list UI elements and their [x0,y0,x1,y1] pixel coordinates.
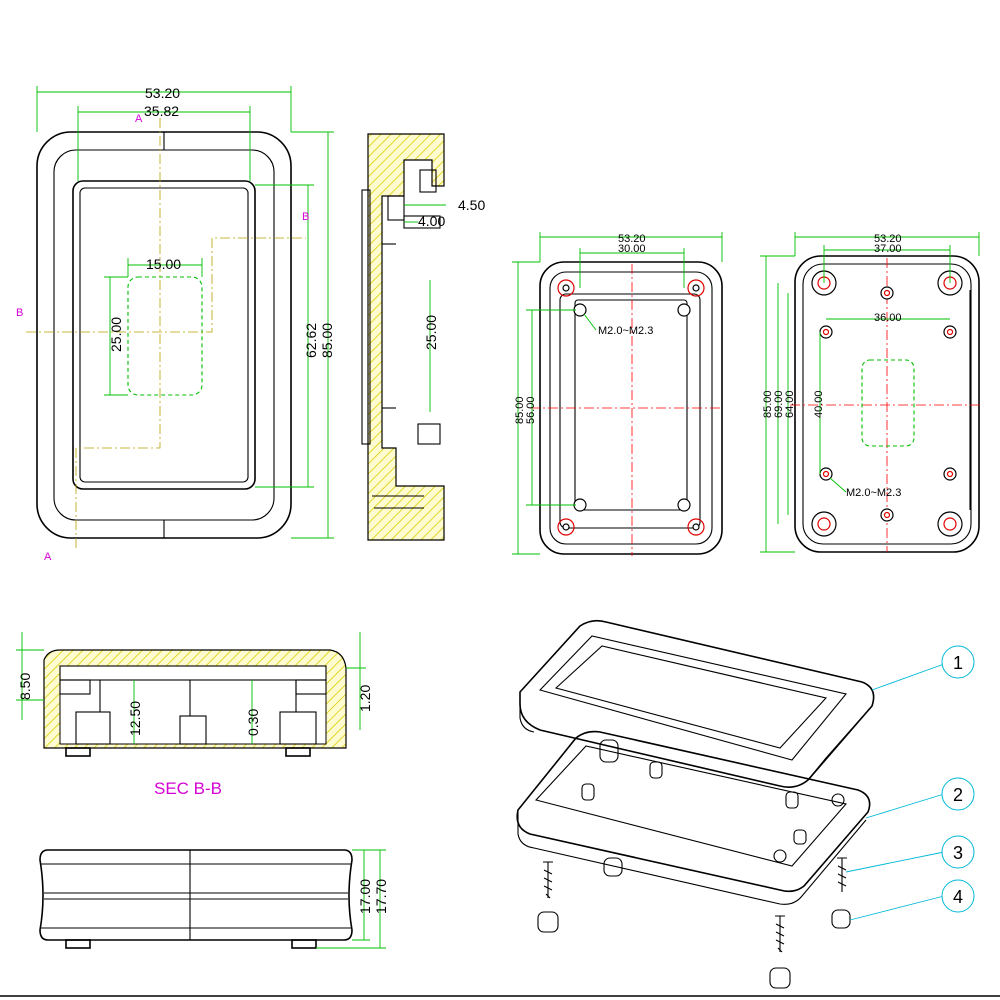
side-wall-dim: 4.50 [458,197,485,213]
front-window-width-dim: 15.00 [146,256,181,272]
side-h1-dim: 17.00 [357,879,373,914]
section-marker-a-bottom: A [44,551,52,563]
bottom-inner-y-dim: 40.00 [813,390,825,418]
side-view: 17.00 17.70 [39,849,389,949]
section-marker-a-top: A [135,113,143,125]
callout-3: 3 [953,843,963,863]
front-inner-width-dim: 35.82 [144,103,179,119]
side-window-dim: 25.00 [423,315,439,350]
bottom-view: 53.20 37.00 36.00 85.00 69.00 64.00 40.0… [760,232,980,553]
bb-gap-dim: 0.30 [245,709,261,736]
section-marker-b-left: B [16,307,23,319]
section-bb-view: 8.50 12.50 0.30 1.20 SEC B-B [16,632,373,798]
bb-depth-dim: 8.50 [17,673,33,700]
callout-2: 2 [953,785,963,805]
inside-holes-y-dim: 56.00 [525,396,537,424]
bottom-h2-dim: 69.00 [773,390,785,418]
inside-width-dim: 53.20 [618,233,646,245]
front-height-dim: 85.00 [319,323,335,358]
front-width-dim: 53.20 [145,85,180,101]
bb-inner-dim: 12.50 [127,701,143,736]
bottom-screw-label: M2.0~M2.3 [846,487,901,499]
inside-holes-x-dim: 30.00 [618,243,646,255]
side-step-dim: 4.00 [418,213,445,229]
bottom-holes-x-dim: 37.00 [874,243,902,255]
front-inner-height-dim: 62.62 [303,323,319,358]
bb-lip-dim: 1.20 [357,685,373,712]
front-window-height-dim: 25.00 [108,317,124,352]
exploded-view: 1 2 3 4 [516,619,975,989]
section-marker-b-right: B [302,211,309,223]
bottom-inner-x-dim: 36.00 [874,312,902,324]
inside-view: 53.20 30.00 85.00 56.00 M2.0~M2.3 [512,232,723,556]
inside-screw-label: M2.0~M2.3 [598,325,653,337]
callout-1: 1 [953,653,963,673]
bottom-h3-dim: 64.00 [784,390,796,418]
callout-4: 4 [953,887,963,907]
front-view: 53.20 35.82 15.00 25.00 62.62 85.00 A A … [16,85,335,563]
bottom-width-dim: 53.20 [874,233,902,245]
inside-height-dim: 85.00 [514,396,526,424]
side-section-view: 4.50 4.00 25.00 [361,133,485,541]
section-bb-title: SEC B-B [154,779,222,798]
bottom-height-dim: 85.00 [762,390,774,418]
side-h2-dim: 17.70 [373,879,389,914]
